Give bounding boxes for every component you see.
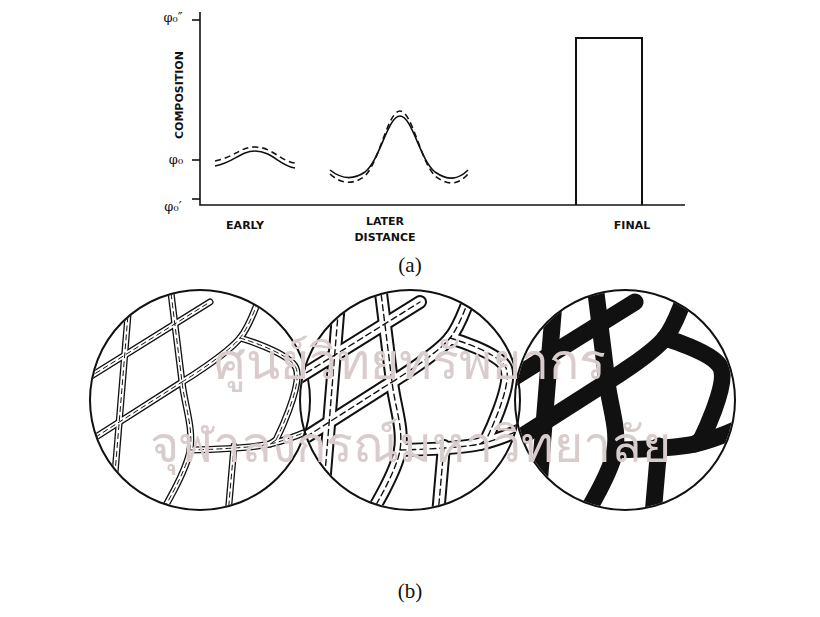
axis-title: DISTANCE <box>354 232 415 244</box>
phase-band <box>160 285 191 515</box>
stage-label: EARLY <box>226 220 264 232</box>
later-profile <box>330 116 468 178</box>
phase-band <box>695 440 701 444</box>
tick-label: φ₀″ <box>163 11 182 25</box>
phase-band <box>160 285 191 515</box>
tick-label: φ₀′ <box>164 200 181 214</box>
micrograph-circle <box>90 290 310 510</box>
microstructure <box>513 285 740 515</box>
axis-tick <box>192 19 200 21</box>
early-profile-dashed <box>215 147 295 163</box>
phase-band <box>160 285 191 515</box>
tick-label: φ₀ <box>169 153 183 167</box>
phase-band <box>665 338 722 440</box>
watermark: ศูนย์วิทยทรัพยากร <box>214 335 606 390</box>
axis-tick <box>192 198 200 200</box>
axis-tick <box>192 159 200 161</box>
phase-band <box>88 302 210 378</box>
watermark: จุฬาลงกรณ์มหาวิทยาลัย <box>150 418 671 473</box>
phase-band <box>370 285 401 515</box>
phase-band <box>88 302 210 378</box>
phase-band <box>88 302 210 378</box>
phase-band <box>370 285 401 515</box>
final-profile <box>576 38 642 205</box>
axis-title: COMPOSITION <box>174 51 186 139</box>
micrograph-circle <box>515 290 735 510</box>
microstructure <box>88 285 315 515</box>
stage-label: FINAL <box>614 220 650 232</box>
later-profile-dashed <box>330 111 468 183</box>
phase-band <box>585 285 616 515</box>
panel-label: (a) <box>398 254 421 277</box>
panel-label: (b) <box>398 580 423 603</box>
stage-label: LATER <box>366 216 404 228</box>
microstructure <box>298 285 525 515</box>
plot-axes <box>200 12 685 205</box>
micrograph-circle <box>300 290 520 510</box>
